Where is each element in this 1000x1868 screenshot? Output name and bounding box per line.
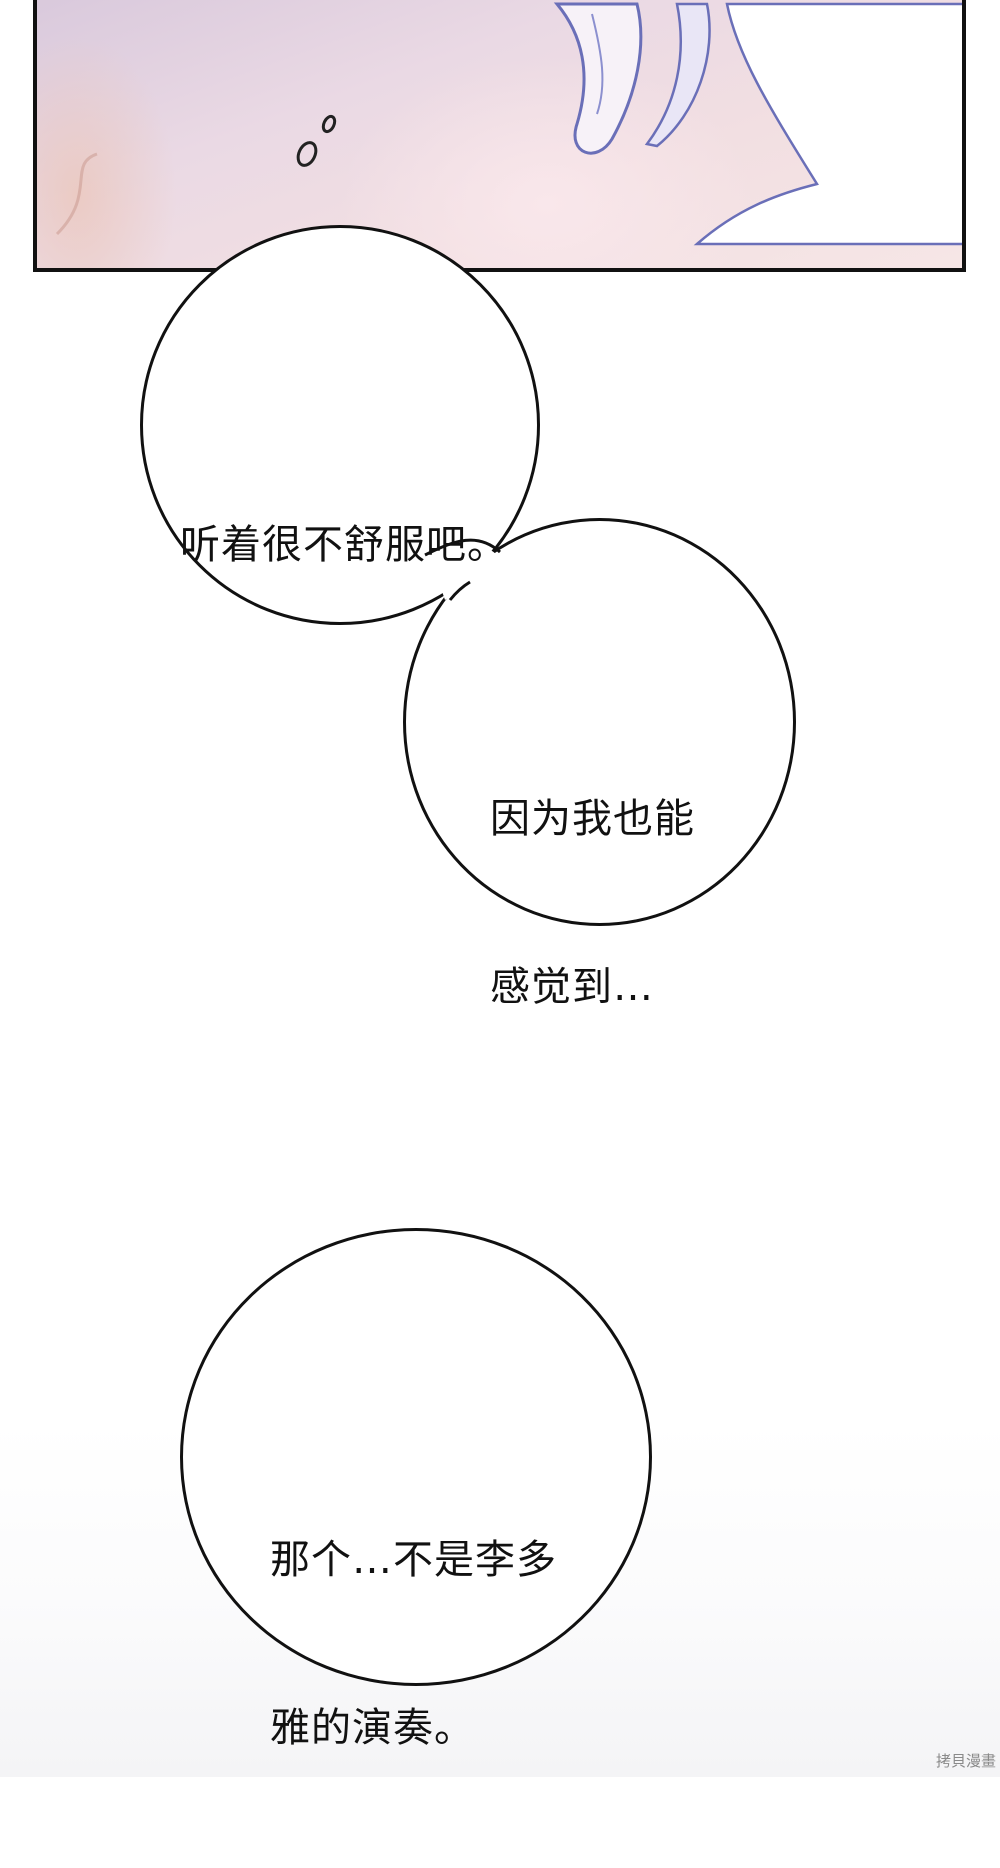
bubble-3-text: 那个…不是李多 雅的演奏。 [270,1420,557,1868]
bubble-1-text: 听着很不舒服吧。 [180,405,508,685]
comic-page: 听着很不舒服吧。 因为我也能 感觉到… 那个…不是李多 雅的演奏。 拷貝漫畫 [0,0,1000,1777]
bubble-3-line-2: 雅的演奏。 [270,1705,475,1751]
bubble-3-line-1: 那个…不是李多 [270,1537,557,1583]
sweat-drop-small [321,114,337,134]
bubble-2-line-2: 感觉到… [490,964,654,1010]
hair-strand-4 [591,13,604,115]
watermark: 拷貝漫畫 [935,1752,996,1770]
bubble-2-line-1: 因为我也能 [490,796,695,842]
hair-strand-2 [644,2,711,148]
hair-strand-1 [553,2,643,155]
comic-panel-top [33,0,966,272]
face-contour [55,152,98,236]
panel-artwork [55,2,962,246]
hair-strand-3 [693,2,962,246]
bubble-2-text: 因为我也能 感觉到… [490,679,695,1127]
bubble-1-line-1: 听着很不舒服吧。 [180,522,508,568]
sweat-drop-large [296,141,318,167]
speech-bubble-3 [180,1228,652,1686]
